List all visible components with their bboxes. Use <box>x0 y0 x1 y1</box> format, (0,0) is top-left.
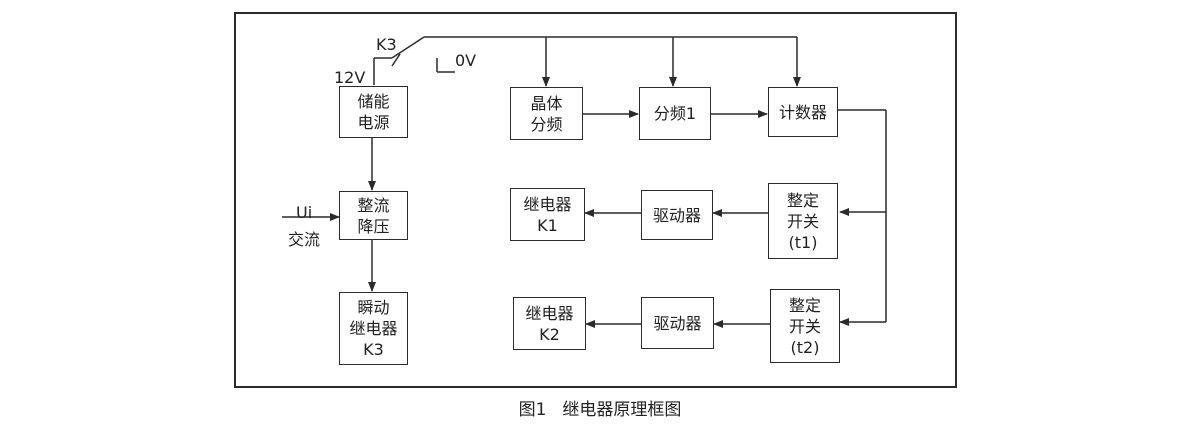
ac-input-label: 交流 <box>288 230 321 249</box>
block-line: 降压 <box>357 216 390 236</box>
relay-k1-block: 继电器 K1 <box>510 188 585 241</box>
block-line: 晶体 <box>530 93 563 113</box>
setting-switch-t1-block: 整定 开关 (t1) <box>768 183 838 259</box>
block-line: 整流 <box>357 195 390 215</box>
block-line: 储能 <box>357 92 390 111</box>
k3-switch-tick <box>391 53 401 67</box>
instant-relay-k3-block: 瞬动 继电器 K3 <box>339 292 408 365</box>
block-line: 电源 <box>357 113 390 132</box>
figure-title: 继电器原理框图 <box>562 400 682 420</box>
block-line: K3 <box>363 340 384 359</box>
block-line: (t2) <box>790 337 820 357</box>
figure-caption: 图1 继电器原理框图 <box>0 395 1200 420</box>
block-line: K2 <box>539 324 560 344</box>
setting-switch-t2-block: 整定 开关 (t2) <box>770 289 840 363</box>
counter-block: 计数器 <box>768 87 838 137</box>
voltage-0v-label: 0V <box>455 51 477 70</box>
block-line: 驱动器 <box>652 205 701 225</box>
relay-k2-block: 继电器 K2 <box>513 297 586 350</box>
voltage-12v-label: 12V <box>334 68 366 87</box>
rectify-step-down-block: 整流 降压 <box>339 191 408 240</box>
block-line: 继电器 <box>525 303 574 323</box>
driver1-block: 驱动器 <box>641 190 713 240</box>
block-line: (t1) <box>788 232 818 252</box>
divider1-block: 分频1 <box>639 87 711 140</box>
block-line: 分频1 <box>653 104 697 123</box>
block-line: 开关 <box>788 316 821 336</box>
block-line: 计数器 <box>778 102 827 122</box>
ui-input-label: Ui <box>296 203 313 222</box>
block-line: 驱动器 <box>653 313 702 333</box>
k3-switch-blade <box>391 36 425 59</box>
block-line: K1 <box>537 215 558 235</box>
crystal-divider-block: 晶体 分频 <box>510 87 583 140</box>
storage-power-block: 储能 电源 <box>339 86 408 138</box>
driver2-block: 驱动器 <box>641 297 714 349</box>
block-line: 继电器 <box>349 319 398 338</box>
block-line: 瞬动 <box>357 298 390 317</box>
block-line: 整定 <box>786 190 819 210</box>
block-line: 继电器 <box>523 194 572 214</box>
block-line: 整定 <box>788 295 821 315</box>
k3-switch-label: K3 <box>376 35 397 54</box>
figure-number: 图1 <box>518 400 547 420</box>
block-line: 开关 <box>786 211 819 231</box>
block-line: 分频 <box>530 114 563 134</box>
diagram-frame <box>234 12 957 388</box>
